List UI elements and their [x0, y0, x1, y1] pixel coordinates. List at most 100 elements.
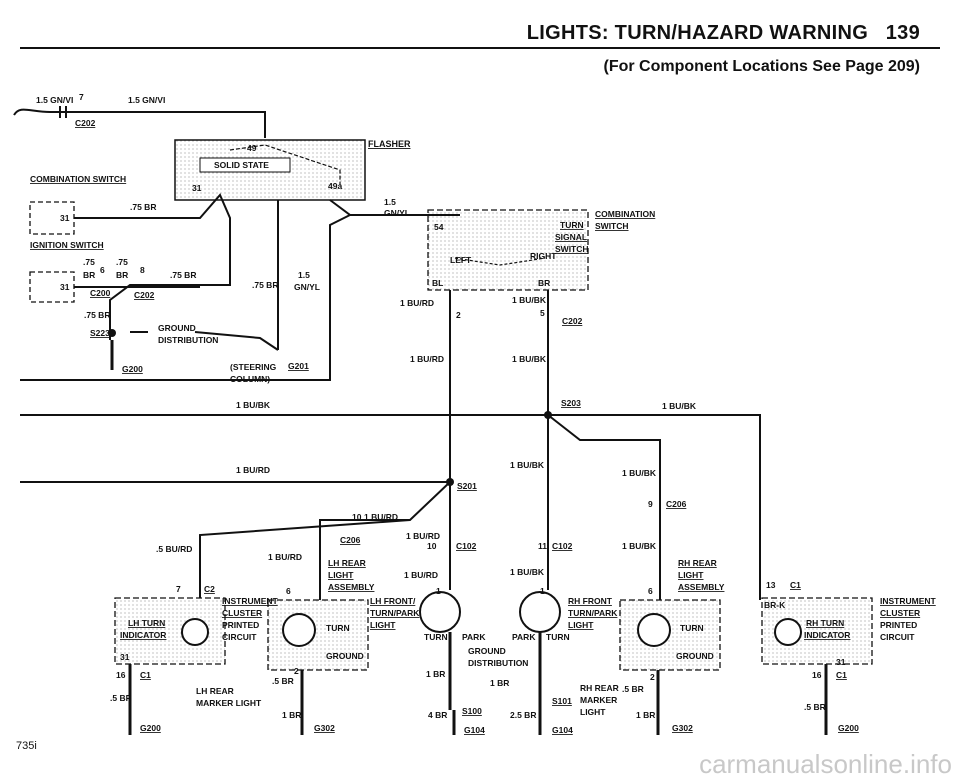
label-br-c: BR	[116, 270, 128, 280]
label-bu-bk-5: 1 BU/BK	[510, 460, 545, 470]
label-pin-bl: BL	[432, 278, 443, 288]
label-bu-bk-6: 1 BU/BK	[622, 468, 657, 478]
label-pin13: 13	[766, 580, 776, 590]
label-br-b: BR	[83, 270, 95, 280]
label-gnyl15-b2: GN/YL	[384, 208, 410, 218]
label-inst-cluster-r3: PRINTED	[880, 620, 917, 630]
label-gnvi-left: 1.5 GN/VI	[36, 95, 73, 105]
label-comb-switch-right2: SWITCH	[595, 221, 629, 231]
label-turn-signal2: SIGNAL	[555, 232, 587, 242]
label-flasher: FLASHER	[368, 139, 411, 149]
label-bu-rd-5: 1 BU/RD	[406, 531, 440, 541]
label-br5-a: .5 BR	[110, 693, 132, 703]
label-lh-rear2: LIGHT	[328, 570, 354, 580]
label-solid-state: SOLID STATE	[214, 160, 269, 170]
label-pin2-rh: 2	[650, 672, 655, 682]
label-c206-right: C206	[666, 499, 687, 509]
label-steering2: COLUMN)	[230, 374, 270, 384]
label-s223: S223	[90, 328, 110, 338]
label-rh-marker2: MARKER	[580, 695, 617, 705]
label-steering: (STEERING	[230, 362, 277, 372]
center-wires	[20, 214, 761, 600]
label-rh-rear2: LIGHT	[678, 570, 704, 580]
label-right: RIGHT	[530, 251, 557, 261]
label-pin5: 5	[540, 308, 545, 318]
label-inst-cluster-r: INSTRUMENT	[880, 596, 937, 606]
label-lh-rear3: ASSEMBLY	[328, 582, 375, 592]
label-pin31-ign: 31	[60, 282, 70, 292]
label-br5-lh: .5 BR	[272, 676, 294, 686]
label-pin31-flasher: 31	[192, 183, 202, 193]
label-inst-cluster2: CLUSTER	[222, 608, 262, 618]
label-bu-bk-3: 1 BU/BK	[236, 400, 271, 410]
label-pin7: 7	[79, 92, 84, 102]
top-wire	[13, 106, 266, 138]
label-ground-dist-b2: DISTRIBUTION	[468, 658, 528, 668]
label-pin2-lh: 2	[294, 666, 299, 676]
turn-signal-switch-box	[427, 209, 589, 291]
label-c2: C2	[204, 584, 215, 594]
label-bu-bk-4: 1 BU/BK	[662, 401, 697, 411]
watermark: carmanualsonline.info	[699, 749, 952, 779]
label-br25: 2.5 BR	[510, 710, 536, 720]
label-rh-rear3: ASSEMBLY	[678, 582, 725, 592]
label-lh-marker2: MARKER LIGHT	[196, 698, 262, 708]
page-title: LIGHTS: TURN/HAZARD WARNING 139	[527, 22, 920, 45]
label-br4: 4 BR	[428, 710, 447, 720]
label-lh-front3: LIGHT	[370, 620, 396, 630]
label-g302-b: G302	[672, 723, 693, 733]
label-s101: S101	[552, 696, 572, 706]
label-gnyl15-a2: GN/YL	[294, 282, 320, 292]
splice-s203	[544, 411, 552, 419]
label-lh-turn-ind2: INDICATOR	[120, 630, 166, 640]
label-inst-cluster-r2: CLUSTER	[880, 608, 920, 618]
label-inst-cluster: INSTRUMENT	[222, 596, 279, 606]
label-bu-rd-8: 1 BU/RD	[404, 570, 438, 580]
left-wires	[20, 193, 430, 381]
label-gnyl15-b: 1.5	[384, 197, 396, 207]
label-pin1-lf: 1	[436, 586, 441, 596]
label-c206-left: C206	[340, 535, 361, 545]
label-g200-left: G200	[122, 364, 143, 374]
label-bu-bk-1: 1 BU/BK	[512, 295, 547, 305]
label-bu-rd-3: 1 BU/RD	[236, 465, 270, 475]
label-br75-e: .75 BR	[84, 310, 110, 320]
label-pin8: 8	[140, 265, 145, 275]
label-g302-a: G302	[314, 723, 335, 733]
label-g104-a: G104	[464, 725, 485, 735]
label-rh-front3: LIGHT	[568, 620, 594, 630]
label-inst-cluster-r4: CIRCUIT	[880, 632, 915, 642]
label-bu-bk-2: 1 BU/BK	[512, 354, 547, 364]
label-bu-rd-6: .5 BU/RD	[156, 544, 192, 554]
label-ground-lh: GROUND	[326, 651, 364, 661]
label-s203: S203	[561, 398, 581, 408]
label-g104-b: G104	[552, 725, 573, 735]
label-rh-turn-ind: RH TURN	[806, 618, 844, 628]
label-c1-right: C1	[790, 580, 801, 590]
label-lh-front: LH FRONT/	[370, 596, 416, 606]
label-turn-lf: TURN	[424, 632, 448, 642]
label-s100: S100	[462, 706, 482, 716]
label-turn-rh: TURN	[680, 623, 704, 633]
label-ground-dist2: DISTRIBUTION	[158, 335, 218, 345]
label-gnvi-right: 1.5 GN/VI	[128, 95, 165, 105]
label-park-rf: PARK	[512, 632, 536, 642]
label-br75-b: .75	[83, 257, 95, 267]
label-c1-left: C1	[140, 670, 151, 680]
label-ground-dist-b: GROUND	[468, 646, 506, 656]
label-ground-rh: GROUND	[676, 651, 714, 661]
label-c202-mid: C202	[134, 290, 155, 300]
label-g201: G201	[288, 361, 309, 371]
label-pin11: 11	[538, 541, 547, 551]
label-rh-turn-ind2: INDICATOR	[804, 630, 850, 640]
title-text: LIGHTS: TURN/HAZARD WARNING	[526, 22, 869, 44]
label-gnyl15-a: 1.5	[298, 270, 310, 280]
label-rh-front: RH FRONT	[568, 596, 613, 606]
label-br1-a: 1 BR	[426, 669, 445, 679]
label-inst-cluster3: PRINTED	[222, 620, 259, 630]
label-ground-dist: GROUND	[158, 323, 196, 333]
label-bu-bk-7: 1 BU/BK	[622, 541, 657, 551]
label-lh-front2: TURN/PARK	[370, 608, 420, 618]
label-pin31-l: 31	[120, 652, 130, 662]
label-park-lf: PARK	[462, 632, 486, 642]
